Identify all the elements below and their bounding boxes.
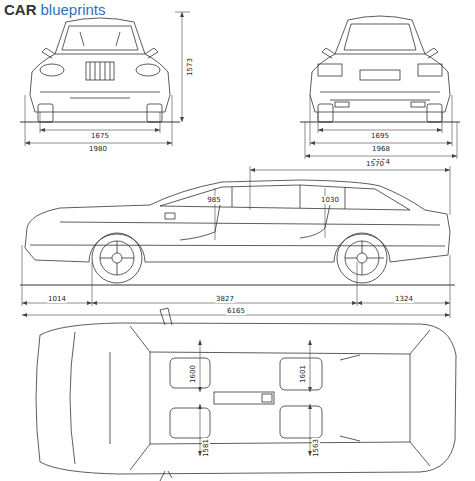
dimension-label: 1324 <box>394 295 414 303</box>
dimension-label: 1570 <box>365 160 385 168</box>
dimension-label: 6165 <box>226 307 246 315</box>
dimension-label: 985 <box>206 196 221 204</box>
dimension-label: 1968 <box>371 145 391 153</box>
logo-text: CAR <box>4 2 37 18</box>
dimension-label: 1695 <box>370 132 390 140</box>
dimension-label: 1600 <box>189 364 197 384</box>
dimension-label: 1573 <box>186 57 194 77</box>
dimension-label: 1030 <box>320 196 340 204</box>
logo-text: blueprints <box>41 2 106 18</box>
dimension-label: 1581 <box>202 438 210 458</box>
dimension-label: 3827 <box>215 295 235 303</box>
dimension-label: 1014 <box>47 295 67 303</box>
dimension-label: 1675 <box>90 132 110 140</box>
dimension-label: 1601 <box>299 364 307 384</box>
dimension-label: 1980 <box>88 145 108 153</box>
dimension-label: 1563 <box>312 438 320 458</box>
